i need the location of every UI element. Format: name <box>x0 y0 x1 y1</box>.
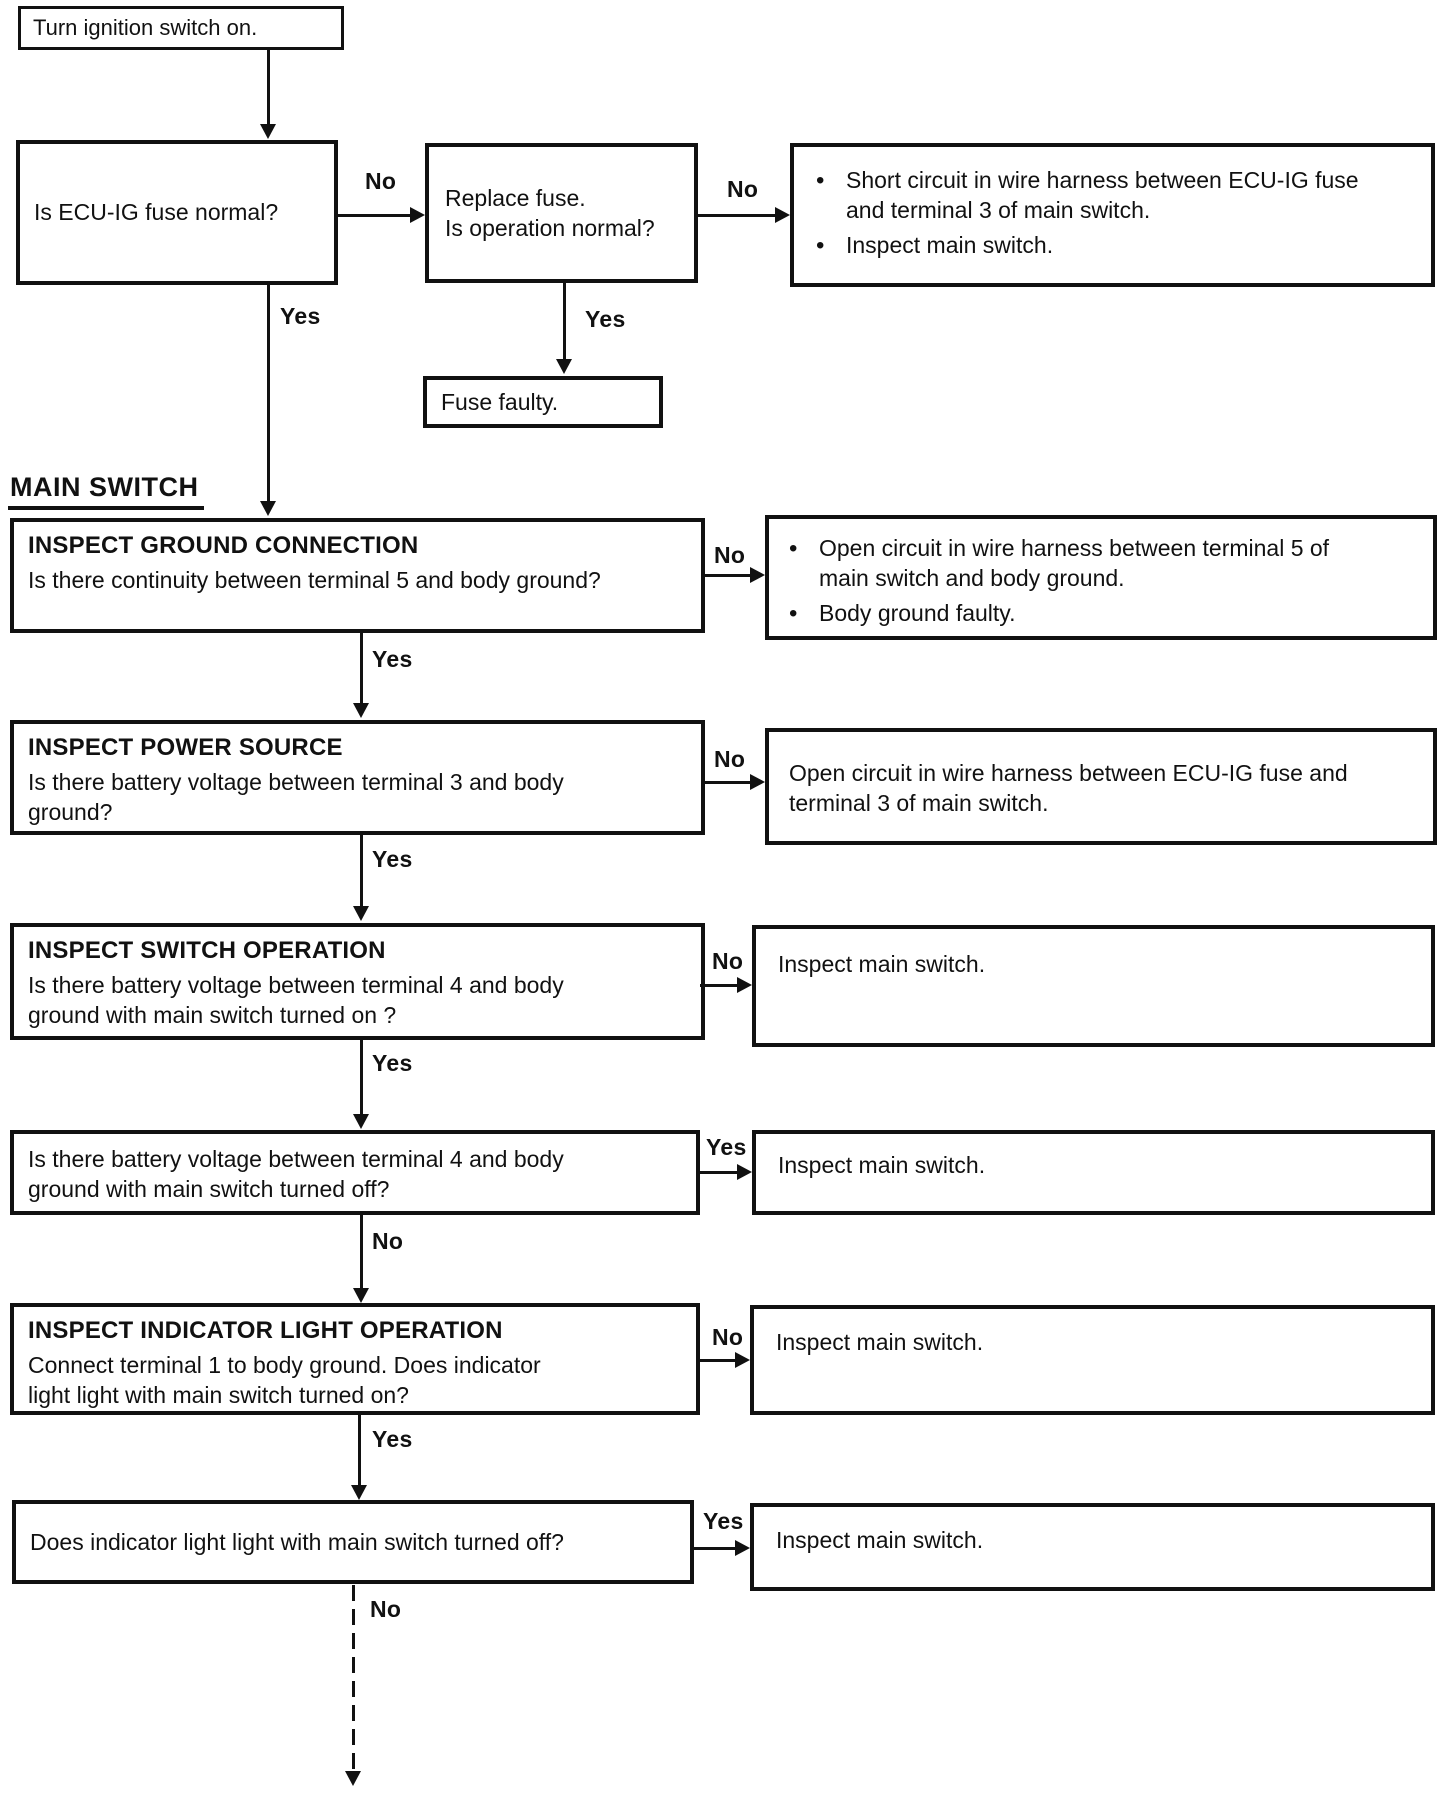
node-replace-fuse-line1: Replace fuse. <box>445 184 586 211</box>
arrowhead-right-icon <box>750 774 765 790</box>
bullet-icon <box>816 230 846 262</box>
node-inspect-main-switch-1: Inspect main switch. <box>752 925 1435 1047</box>
arrowhead-down-icon <box>345 1771 361 1786</box>
bullet-icon <box>816 165 846 226</box>
arrowhead-down-icon <box>353 1288 369 1303</box>
connector-switchop-to-inspect1 <box>700 984 738 987</box>
connector-switchop-to-term4off <box>360 1040 363 1116</box>
node-inspect-ground-connection: INSPECT GROUND CONNECTION Is there conti… <box>10 518 705 633</box>
result-bullet: Open circuit in wire harness between ter… <box>819 535 1330 592</box>
node-inspect-main-switch-3: Inspect main switch. <box>750 1305 1435 1415</box>
node-inspect-switch-operation: INSPECT SWITCH OPERATION Is there batter… <box>10 923 705 1040</box>
node-inspect-main-switch-2: Inspect main switch. <box>752 1130 1435 1215</box>
arrowhead-down-icon <box>351 1485 367 1500</box>
arrowhead-down-icon <box>260 124 276 139</box>
edge-label-no: No <box>370 1596 402 1622</box>
connector-indicatoroff-to-inspect4 <box>694 1547 736 1550</box>
connector-fuse-check-to-replace <box>338 214 411 217</box>
connector-start-to-fuse-check <box>267 50 270 126</box>
node-fuse-check-text: Is ECU-IG fuse normal? <box>34 199 279 226</box>
result-text: Inspect main switch. <box>776 1329 984 1355</box>
node-open-circuit-terminal5: Open circuit in wire harness between ter… <box>765 515 1437 640</box>
node-indicator-off-check: Does indicator light light with main swi… <box>12 1500 694 1584</box>
edge-label-no: No <box>712 948 744 974</box>
node-title: INSPECT INDICATOR LIGHT OPERATION <box>28 1317 503 1344</box>
connector-fuse-check-to-ground <box>267 285 270 503</box>
edge-label-yes: Yes <box>372 1426 413 1452</box>
node-indicator-light-operation: INSPECT INDICATOR LIGHT OPERATION Connec… <box>10 1303 700 1415</box>
result-text: Inspect main switch. <box>778 951 986 977</box>
node-question: Does indicator light light with main swi… <box>30 1528 564 1555</box>
edge-label-no: No <box>727 176 759 202</box>
node-question: Is there continuity between terminal 5 a… <box>28 566 601 593</box>
edge-label-yes: Yes <box>585 306 626 332</box>
connector-indicator-to-indicatoroff <box>358 1415 361 1487</box>
node-title: INSPECT SWITCH OPERATION <box>28 937 386 964</box>
result-bullet: Body ground faulty. <box>819 599 1016 626</box>
node-title: INSPECT POWER SOURCE <box>28 734 343 761</box>
result-bullet: Inspect main switch. <box>846 231 1054 258</box>
arrowhead-down-icon <box>353 906 369 921</box>
node-open-circuit-ecuig-fuse: Open circuit in wire harness between ECU… <box>765 728 1437 845</box>
edge-label-no: No <box>365 168 397 194</box>
arrowhead-right-icon <box>750 567 765 583</box>
node-fuse-faulty-text: Fuse faulty. <box>441 388 559 415</box>
edge-label-yes: Yes <box>372 646 413 672</box>
connector-replace-to-fuse-faulty <box>563 283 566 361</box>
arrowhead-right-icon <box>737 977 752 993</box>
edge-label-no: No <box>712 1324 744 1350</box>
arrowhead-right-icon <box>775 207 790 223</box>
node-short-circuit-result: Short circuit in wire harness between EC… <box>790 143 1435 287</box>
node-title: INSPECT GROUND CONNECTION <box>28 532 419 559</box>
bullet-icon <box>789 598 819 630</box>
connector-ground-to-open5 <box>705 574 751 577</box>
node-inspect-power-source: INSPECT POWER SOURCE Is there battery vo… <box>10 720 705 835</box>
arrowhead-right-icon <box>410 207 425 223</box>
connector-power-to-switchop <box>360 835 363 908</box>
connector-indicator-to-inspect3 <box>700 1359 736 1362</box>
arrowhead-right-icon <box>735 1352 750 1368</box>
node-replace-fuse: Replace fuse. Is operation normal? <box>425 143 698 283</box>
edge-label-no: No <box>714 746 746 772</box>
node-start-text: Turn ignition switch on. <box>33 15 258 41</box>
node-question: Is there battery voltage between termina… <box>28 768 564 826</box>
section-heading: MAIN SWITCH <box>8 472 205 510</box>
edge-label-yes: Yes <box>703 1508 744 1534</box>
bullet-icon <box>789 533 819 594</box>
edge-label-no: No <box>372 1228 404 1254</box>
edge-label-yes: Yes <box>706 1134 747 1160</box>
connector-replace-to-short-circuit <box>698 214 776 217</box>
edge-label-yes: Yes <box>372 1050 413 1076</box>
edge-label-yes: Yes <box>372 846 413 872</box>
edge-label-yes: Yes <box>280 303 321 329</box>
arrowhead-right-icon <box>737 1164 752 1180</box>
result-text: Inspect main switch. <box>778 1152 986 1178</box>
arrowhead-down-icon <box>353 1114 369 1129</box>
node-fuse-faulty: Fuse faulty. <box>423 376 663 428</box>
connector-term4off-to-indicator <box>360 1215 363 1290</box>
node-question: Connect terminal 1 to body ground. Does … <box>28 1351 541 1409</box>
node-terminal4-off-check: Is there battery voltage between termina… <box>10 1130 700 1215</box>
node-replace-fuse-line2: Is operation normal? <box>445 215 655 241</box>
connector-indicatoroff-continues <box>352 1585 355 1773</box>
node-fuse-check: Is ECU-IG fuse normal? <box>16 140 338 285</box>
arrowhead-down-icon <box>556 359 572 374</box>
arrowhead-down-icon <box>260 501 276 516</box>
node-inspect-main-switch-4: Inspect main switch. <box>750 1503 1435 1591</box>
result-text: Open circuit in wire harness between ECU… <box>789 760 1348 817</box>
node-start: Turn ignition switch on. <box>18 6 344 50</box>
result-bullet: Short circuit in wire harness between EC… <box>846 167 1359 224</box>
node-question: Is there battery voltage between termina… <box>28 971 564 1029</box>
edge-label-no: No <box>714 542 746 568</box>
connector-term4off-to-inspect2 <box>700 1171 738 1174</box>
arrowhead-right-icon <box>735 1540 750 1556</box>
connector-ground-to-power <box>360 633 363 705</box>
node-question: Is there battery voltage between termina… <box>28 1146 564 1203</box>
result-text: Inspect main switch. <box>776 1527 984 1553</box>
arrowhead-down-icon <box>353 703 369 718</box>
connector-power-to-open3 <box>705 781 751 784</box>
